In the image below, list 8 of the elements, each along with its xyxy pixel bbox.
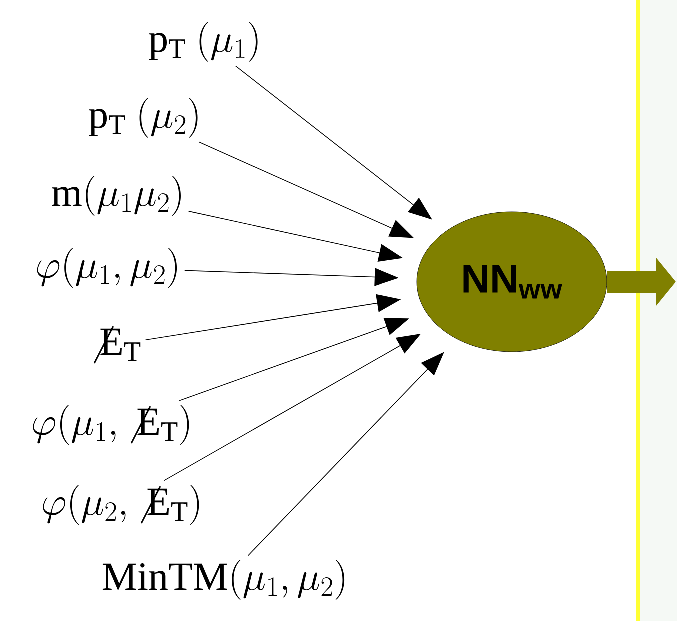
variable-label: $\varphi(\mu_{1},\not\mathrm{E}_{\mathrm{T}})$ <box>33 405 190 445</box>
variable-label: $\mathrm{MinTM}(\mu_{1},\mu_{2})$ <box>102 560 345 600</box>
variable-label: $\varphi(\mu_{1},\mu_{2})$ <box>37 248 178 288</box>
variable-label: $\mathrm{m}(\mu_{1}\mu_{2})$ <box>52 176 181 216</box>
variable-label: $\varphi(\mu_{2},\not\mathrm{E}_{\mathrm{T}})$ <box>43 485 200 525</box>
variable-label: $\mathrm{p}_{\mathrm{T}}\ (\mu_{1})$ <box>149 22 258 62</box>
variable-label: $\mathrm{p}_{\mathrm{T}}\ (\mu_{2})$ <box>89 98 198 138</box>
variable-label: $\not\mathrm{E}_{\mathrm{T}}$ <box>94 326 141 364</box>
